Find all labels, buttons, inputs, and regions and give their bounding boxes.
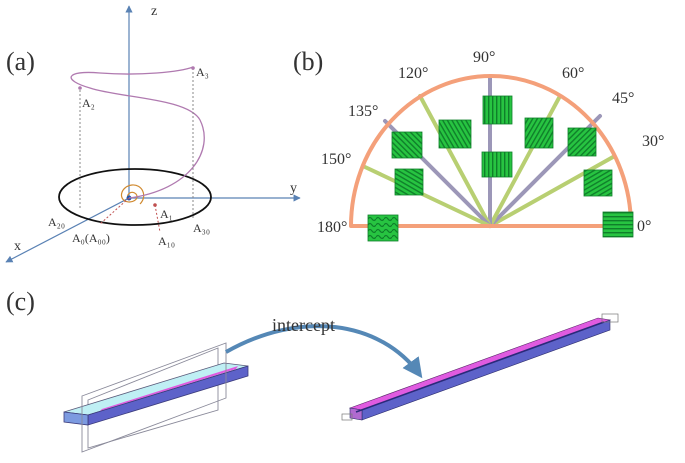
x-axis-label: x — [14, 239, 21, 254]
label-a2: A₂ — [82, 96, 95, 110]
beam-endcap-left — [341, 413, 353, 421]
label-a10: A₁₀ — [158, 234, 175, 248]
intercept-arrow — [225, 324, 423, 379]
beam-core-line — [355, 321, 605, 413]
intercept-label: intercept — [272, 315, 335, 335]
label-a20: A₂₀ — [48, 215, 65, 229]
a0-projection — [99, 197, 130, 225]
angle-label-135: 135° — [348, 103, 378, 120]
angle-label-0: 0° — [637, 218, 651, 235]
panel-b-label: (b) — [293, 47, 323, 76]
panel-c: (c) intercept — [6, 287, 619, 453]
cut-plane-front — [81, 342, 227, 453]
slab-top — [63, 362, 249, 416]
tile-90deg — [482, 95, 513, 125]
a1-projection — [154, 204, 161, 233]
tile-30deg — [583, 169, 613, 197]
z-axis-label: z — [151, 4, 157, 19]
beam-top — [348, 317, 612, 411]
x-axis — [5, 197, 130, 263]
beam-front — [361, 319, 611, 421]
tile-90deg-center — [481, 151, 513, 178]
tile-135deg — [391, 131, 423, 159]
tile-0deg — [602, 211, 634, 238]
angle-label-45: 45° — [612, 90, 634, 107]
ray-150 — [363, 165, 492, 228]
ray-120 — [418, 94, 492, 228]
angle-label-150: 150° — [321, 151, 351, 168]
y-axis-label: y — [290, 181, 297, 196]
base-ellipse — [58, 168, 212, 226]
cut-plane-back — [87, 347, 219, 449]
angle-label-60: 60° — [562, 65, 584, 82]
tile-180deg — [367, 214, 399, 242]
panel-a: (a) z y x A₃ A₂ A₁ A₂₀ A₁₀ A₃₀ A₀(A₀₀) — [5, 4, 301, 263]
point-a2 — [78, 86, 82, 90]
protractor-semicircle — [349, 74, 633, 228]
angle-labels: 0° 30° 45° 60° 90° 120° 135° 150° 180° — [317, 49, 664, 236]
point-a1 — [153, 203, 157, 207]
panel-a-label: (a) — [6, 47, 35, 76]
helix-curve — [70, 66, 205, 199]
panel-c-label: (c) — [6, 287, 35, 316]
angle-label-30: 30° — [642, 133, 664, 150]
tile-120deg — [438, 119, 472, 149]
panel-b: (b) 0° — [293, 47, 664, 242]
label-a3: A₃ — [196, 65, 209, 79]
slab-front — [87, 365, 249, 426]
beam-endcap-right — [601, 313, 619, 323]
slab-model — [63, 342, 249, 453]
label-a30: A₃₀ — [193, 221, 210, 235]
slab-strip — [100, 366, 238, 411]
label-a1: A₁ — [160, 207, 173, 221]
point-a3 — [191, 66, 195, 70]
tile-45deg — [567, 127, 597, 157]
sample-tiles — [367, 95, 634, 242]
angle-label-120: 120° — [398, 65, 428, 82]
extracted-beam — [341, 313, 619, 421]
ray-30 — [488, 155, 615, 228]
angle-label-90: 90° — [473, 49, 495, 66]
angle-label-180: 180° — [317, 219, 347, 236]
tile-60deg — [524, 117, 554, 149]
tile-150deg — [394, 168, 424, 196]
label-a0: A₀(A₀₀) — [72, 231, 110, 245]
